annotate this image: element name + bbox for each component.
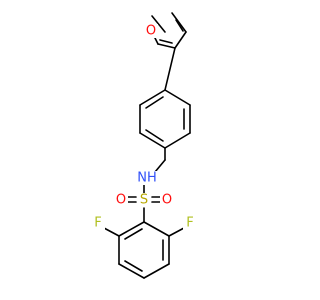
- atom-label-furan-o: O: [146, 24, 156, 39]
- molecule-structure-diagram: O NH S O O F F: [91, 12, 197, 279]
- atom-oxygen-left: O: [114, 193, 128, 208]
- bond-furan-c3-c2: [157, 43, 176, 49]
- atom-oxygen-right: O: [160, 193, 174, 208]
- bond-benzA-4-inner: [145, 129, 164, 142]
- atom-fluorine-right: F: [183, 216, 197, 231]
- bond-benzA-6: [139, 89, 166, 106]
- bond-furan-c3-c2-double: [159, 39, 173, 44]
- atom-fluorine-left: F: [91, 216, 105, 231]
- atom-furan-oxygen: O: [144, 24, 158, 39]
- bond-furan-o-c2: [151, 15, 166, 33]
- bond-benzB-6-inner: [124, 228, 143, 240]
- bond-benzB-4: [118, 263, 145, 279]
- bond-furan-c4-c3: [174, 31, 187, 49]
- bond-benzB-4-inner: [124, 260, 143, 272]
- atom-label-o-left: O: [116, 193, 126, 208]
- bond-furan-c5-c4-double: [175, 19, 184, 32]
- bond-benzA-4: [139, 132, 166, 149]
- bond-benzA-6-inner: [145, 96, 164, 109]
- atom-label-o-right: O: [162, 193, 172, 208]
- atom-label-s: S: [140, 193, 148, 208]
- bond-furan-c5-c4: [171, 12, 187, 33]
- bond-c-f-right: [168, 227, 185, 237]
- bond-benzB-1: [143, 221, 170, 237]
- bond-furan-to-benzene: [164, 47, 176, 91]
- bond-benzB-6: [118, 221, 145, 237]
- atom-sulfur: S: [137, 193, 151, 208]
- atom-label-nh: NH: [137, 171, 157, 186]
- atom-label-f-right: F: [186, 216, 193, 231]
- atom-label-f-left: F: [94, 216, 101, 231]
- bond-benzA-1: [164, 89, 191, 106]
- bond-benzA-3: [164, 132, 191, 149]
- bond-ch2-n: [154, 159, 166, 173]
- bond-benzB-3: [143, 263, 170, 279]
- bond-c-f-left: [103, 227, 120, 237]
- bond-lines: [103, 12, 191, 279]
- atom-nh: NH: [134, 171, 160, 186]
- atom-labels: O NH S O O F F: [91, 24, 197, 231]
